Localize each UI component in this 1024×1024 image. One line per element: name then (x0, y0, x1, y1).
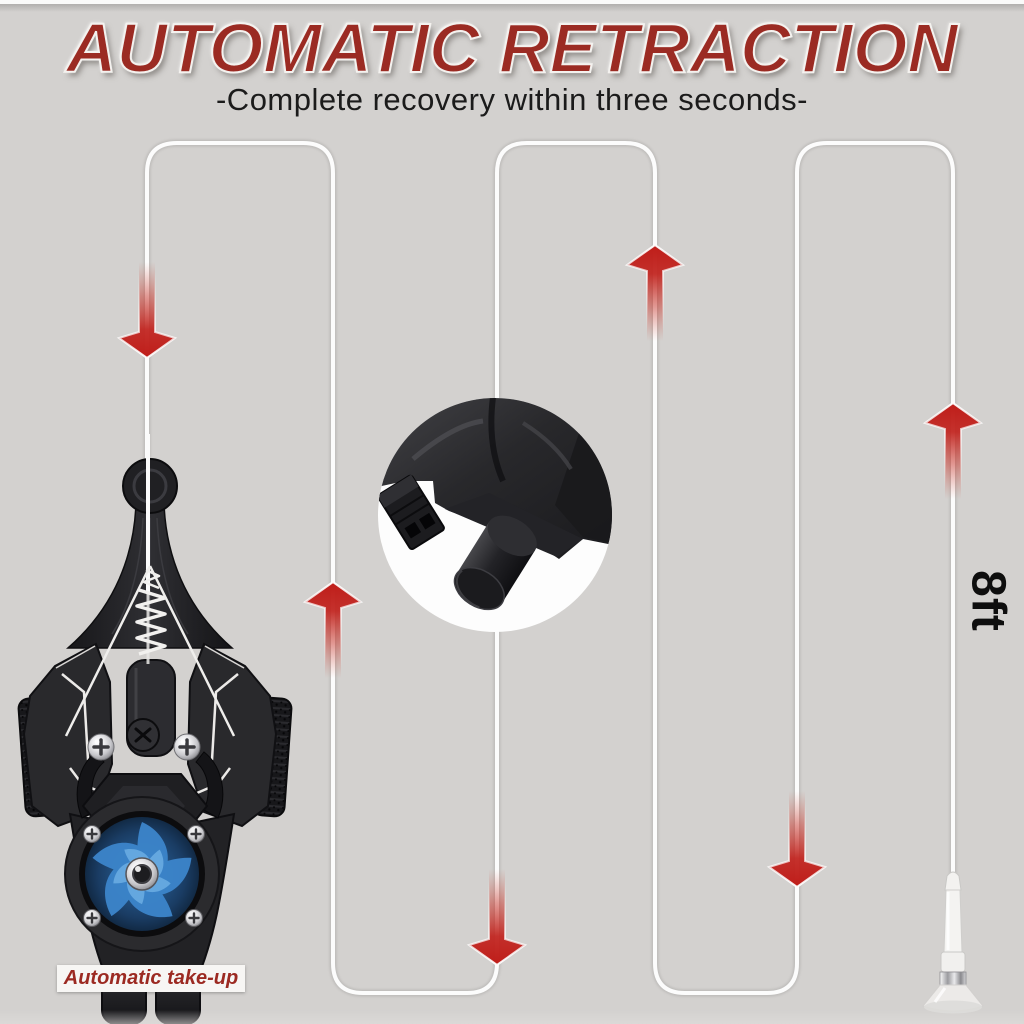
screw-right-icon (172, 732, 202, 762)
dart-chrome-ring (939, 971, 967, 986)
retraction-string (145, 141, 955, 995)
trigger-lever-right (195, 751, 224, 819)
housing-screw-icon (184, 908, 204, 928)
arrow-up-6-icon (924, 402, 982, 500)
arrow-down-5-icon (768, 790, 826, 888)
arrow-up-4-icon (626, 244, 684, 342)
peg-cylinder (453, 515, 537, 611)
photo-border-fade (0, 4, 1024, 12)
arrow-up-2-icon (304, 581, 362, 679)
housing-screw-icon (82, 908, 102, 928)
photo-border-bottom (0, 1010, 1024, 1024)
web-shooter-device (17, 434, 293, 1024)
socket-connector (378, 474, 445, 550)
detail-part (378, 398, 612, 611)
take-up-spring (135, 588, 167, 656)
rope-length-label: 8ft (961, 570, 1015, 632)
page-title: AUTOMATIC RETRACTION (65, 8, 959, 88)
photo-border-top (0, 0, 1024, 4)
dart-knob (944, 871, 962, 891)
suction-dart (922, 860, 984, 1014)
page-subtitle: -Complete recovery within three seconds- (215, 82, 809, 117)
detail-inset-circle (378, 398, 612, 632)
housing-screw-icon (186, 824, 206, 844)
guide-cords (64, 565, 236, 737)
fan-rotor (85, 817, 199, 931)
screw-left-icon (86, 732, 116, 762)
arrow-down-1-icon (118, 261, 176, 359)
housing-screw-icon (82, 824, 102, 844)
arrow-down-3-icon (468, 868, 526, 966)
dart-collar (940, 951, 966, 973)
takeup-label: Automatic take-up (57, 965, 245, 992)
